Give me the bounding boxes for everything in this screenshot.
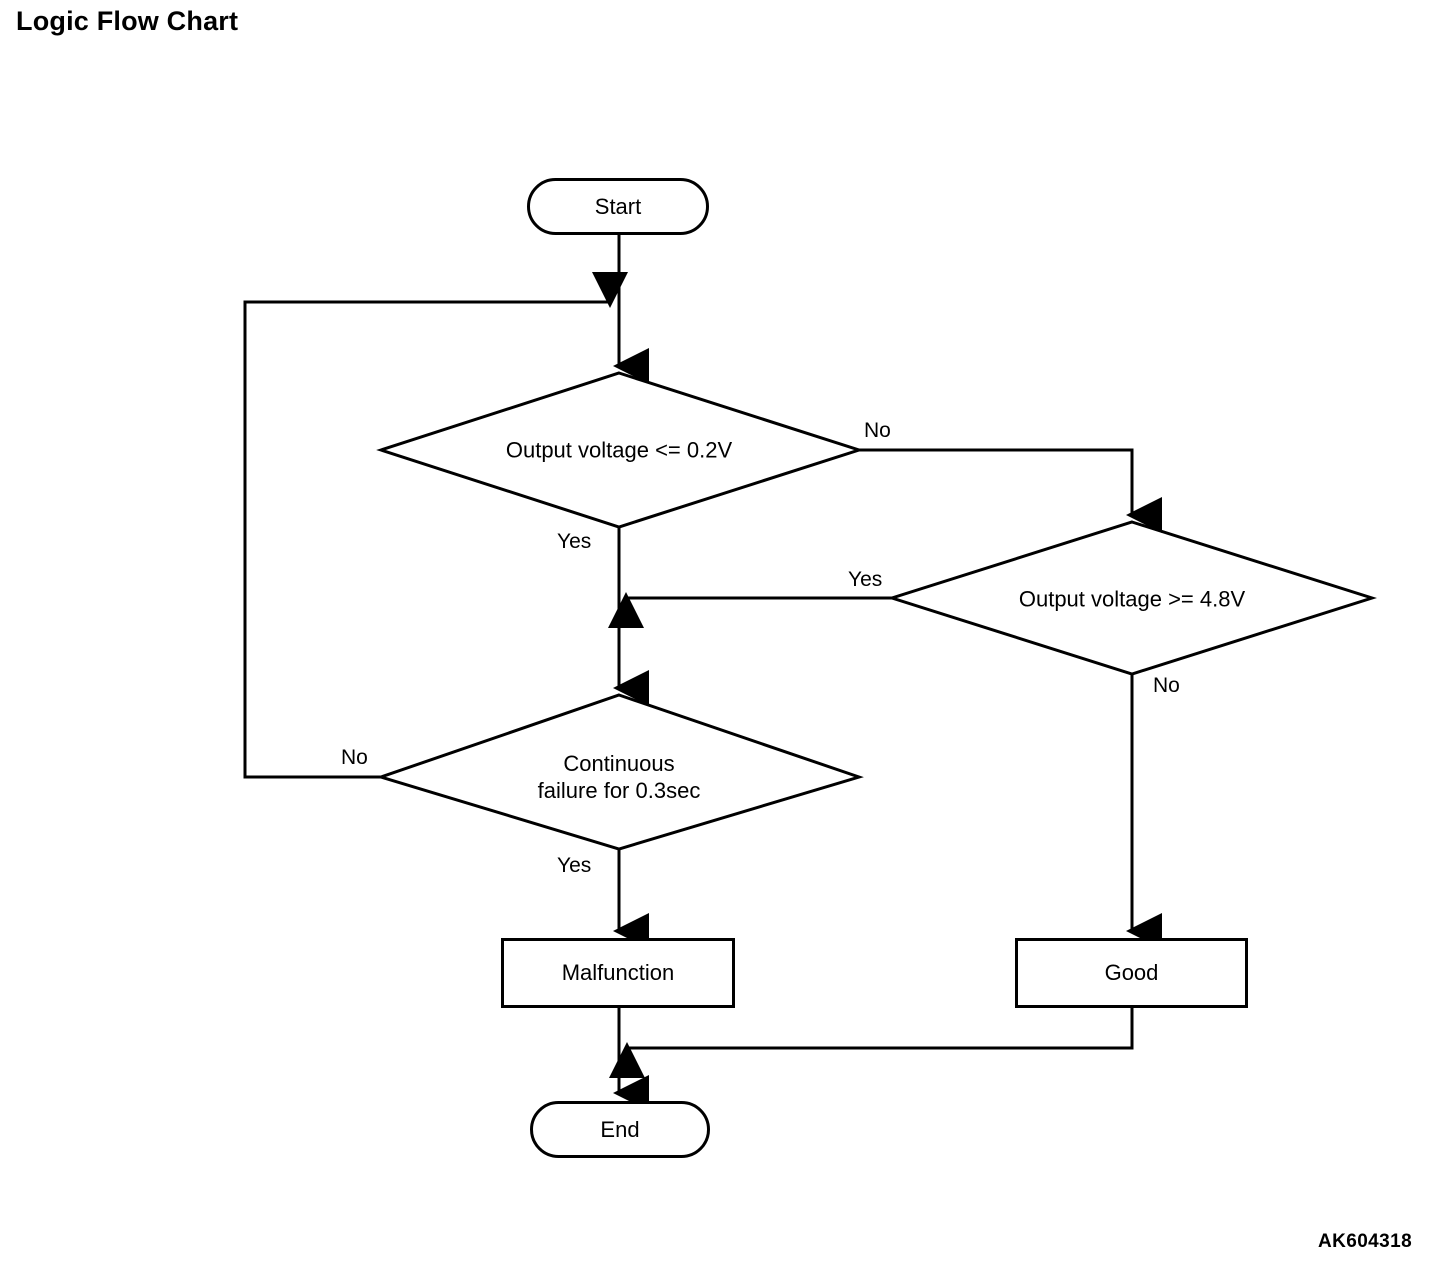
- edge-good-to-end: [609, 1008, 1134, 1078]
- node-decision2-label: Output voltage >= 4.8V: [1018, 586, 1246, 612]
- node-end-label: End: [600, 1116, 640, 1142]
- node-good-label: Good: [1104, 960, 1159, 985]
- node-malfunction-label: Malfunction: [561, 960, 675, 985]
- node-malfunction[interactable]: Malfunction: [501, 938, 735, 1008]
- node-start-label: Start: [594, 193, 642, 219]
- edge-label-decision3-yes: Yes: [557, 854, 592, 877]
- edge-label-decision2-yes: Yes: [848, 568, 883, 591]
- node-decision3-label: Continuous failure for 0.3sec: [537, 751, 701, 803]
- node-good[interactable]: Good: [1015, 938, 1248, 1008]
- edge-decision1-no: [859, 448, 1162, 533]
- connector-lines: [243, 235, 1162, 1111]
- figure-code: AK604318: [1318, 1231, 1413, 1252]
- edge-label-decision3-no: No: [341, 746, 368, 769]
- page-title: Logic Flow Chart: [16, 6, 239, 36]
- node-shapes: [376, 371, 1377, 851]
- node-start[interactable]: Start: [527, 178, 709, 235]
- edge-decision3-no-feedback: [243, 272, 628, 779]
- edge-label-decision1-no: No: [864, 419, 891, 442]
- edge-label-decision1-yes: Yes: [557, 530, 592, 553]
- node-end[interactable]: End: [530, 1101, 710, 1158]
- node-decision1-label: Output voltage <= 0.2V: [505, 437, 733, 463]
- edge-label-decision2-no: No: [1153, 674, 1180, 697]
